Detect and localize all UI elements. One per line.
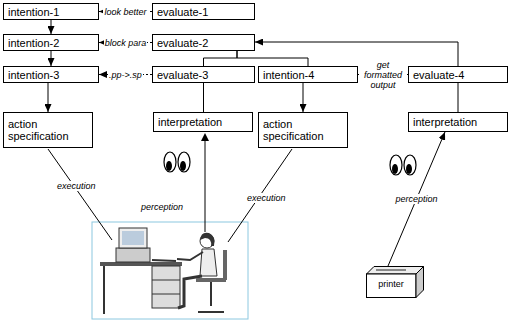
node-text: intention-4 xyxy=(263,69,314,81)
node-text: interpretation xyxy=(413,116,477,128)
process-box: intention-3 xyxy=(3,66,99,83)
arm xyxy=(177,252,203,260)
printer-front xyxy=(367,274,417,298)
perception-line xyxy=(205,140,206,232)
node-text: action specification xyxy=(8,118,88,142)
edge-label: perception xyxy=(394,194,438,204)
connector xyxy=(303,83,304,112)
pupil xyxy=(180,161,186,171)
process-box: evaluate-1 xyxy=(152,3,255,20)
picture-frame xyxy=(92,222,248,319)
edge-label: block para xyxy=(104,38,148,48)
node-text: interpretation xyxy=(158,116,222,128)
chair-seat xyxy=(196,278,226,282)
keyboard xyxy=(152,260,176,261)
process-box: action specification xyxy=(3,112,93,148)
flow-label: execution xyxy=(56,181,97,191)
eye xyxy=(164,152,176,172)
node-text: action specification xyxy=(263,118,343,142)
eye xyxy=(178,152,190,172)
arrow-head xyxy=(201,133,209,141)
printer-top xyxy=(367,267,424,275)
process-box: intention-2 xyxy=(3,34,99,51)
flow-label: perception xyxy=(140,202,184,212)
connector xyxy=(48,83,49,112)
process-box: intention-4 xyxy=(258,66,358,83)
desk-top xyxy=(100,262,182,266)
node-text: evaluate-4 xyxy=(413,69,464,81)
chair-back xyxy=(223,250,227,280)
edge-label: get formatted output xyxy=(359,60,407,90)
eye xyxy=(390,155,402,175)
node-text: evaluate-2 xyxy=(157,37,208,49)
node-text: intention-2 xyxy=(8,37,59,49)
node-text: evaluate-1 xyxy=(157,6,208,18)
execution-line xyxy=(228,149,292,242)
printer-box: printer xyxy=(366,266,424,298)
desk-leg xyxy=(103,266,105,314)
connector xyxy=(255,42,458,66)
hair xyxy=(200,233,214,246)
edge-label: .pp->.sp xyxy=(108,70,143,80)
node-text: printer xyxy=(366,278,416,290)
drawer-line xyxy=(152,280,180,281)
process-box: evaluate-3 xyxy=(152,66,255,83)
computer-case xyxy=(116,248,150,262)
connector xyxy=(204,51,238,66)
connector xyxy=(388,132,445,266)
connector xyxy=(51,20,52,34)
connector xyxy=(51,51,52,66)
eye xyxy=(404,155,416,175)
process-box: evaluate-2 xyxy=(152,34,255,51)
flow-label: execution xyxy=(246,193,287,203)
process-box: interpretation xyxy=(408,112,508,132)
process-box: evaluate-4 xyxy=(408,66,508,83)
drawer-line xyxy=(152,294,180,295)
node-text: intention-3 xyxy=(8,69,59,81)
desk-drawer xyxy=(152,266,180,308)
connector xyxy=(237,51,308,66)
screen xyxy=(122,231,144,245)
pupil xyxy=(166,161,172,171)
process-box: intention-1 xyxy=(3,3,99,20)
monitor xyxy=(119,228,147,248)
execution-line xyxy=(48,149,112,240)
process-box: action specification xyxy=(258,112,348,148)
paper-slot xyxy=(376,269,406,271)
pupil xyxy=(406,164,412,174)
printer-side xyxy=(416,267,424,298)
edge-label: look better xyxy=(103,7,147,17)
node-text: intention-1 xyxy=(8,6,59,18)
chair-post xyxy=(210,282,212,306)
pupil xyxy=(392,164,398,174)
process-box: interpretation xyxy=(153,112,253,132)
node-text: evaluate-3 xyxy=(157,69,208,81)
chair-base xyxy=(198,311,224,313)
